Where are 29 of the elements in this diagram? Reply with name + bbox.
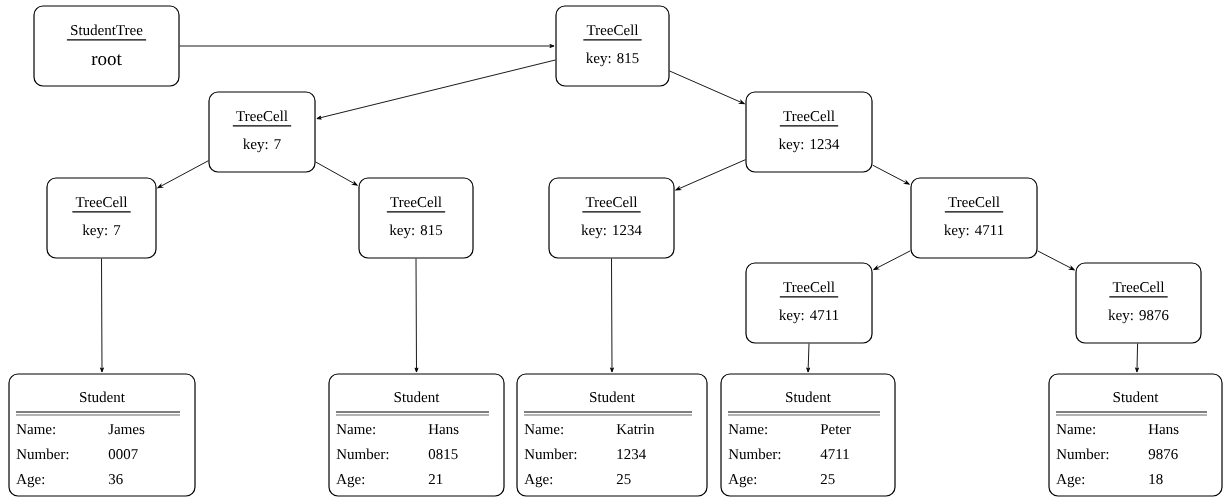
class-box: TreeCell key: 4711 xyxy=(910,177,1038,259)
class-box: TreeCell key: 7 xyxy=(208,91,316,173)
arrow xyxy=(806,343,811,373)
arrow xyxy=(414,258,419,373)
arrow xyxy=(872,164,910,185)
class-box: TreeCell key: 815 xyxy=(358,177,474,259)
class-box: StudentTree root xyxy=(33,5,180,87)
arrow xyxy=(1037,250,1075,271)
arrow xyxy=(610,258,614,373)
class-box: TreeCell key: 1234 xyxy=(548,177,675,259)
arrow xyxy=(315,161,358,186)
class-box: TreeCell key: 815 xyxy=(555,5,670,87)
class-box: TreeCell key: 4711 xyxy=(745,262,873,344)
record-box: Student Name: Peter Number: 4711 Age: 25 xyxy=(720,373,896,497)
arrow xyxy=(157,160,209,189)
arrow xyxy=(873,250,911,271)
arrow xyxy=(675,159,746,191)
record-box: Student Name: Hans Number: 0815 Age: 21 xyxy=(328,373,505,497)
arrow xyxy=(1135,343,1139,373)
record-box: Student Name: Hans Number: 9876 Age: 18 xyxy=(1048,373,1223,497)
class-box: TreeCell key: 9876 xyxy=(1075,262,1202,344)
record-box: Student Name: Katrin Number: 1234 Age: 25 xyxy=(516,373,708,497)
arrow xyxy=(100,258,104,373)
arrow xyxy=(316,59,556,120)
class-box: TreeCell key: 7 xyxy=(46,177,157,259)
class-box: TreeCell key: 1234 xyxy=(745,91,873,173)
arrow xyxy=(179,44,555,48)
record-box: Student Name: James Number: 0007 Age: 36 xyxy=(8,373,196,497)
arrow xyxy=(669,70,745,105)
